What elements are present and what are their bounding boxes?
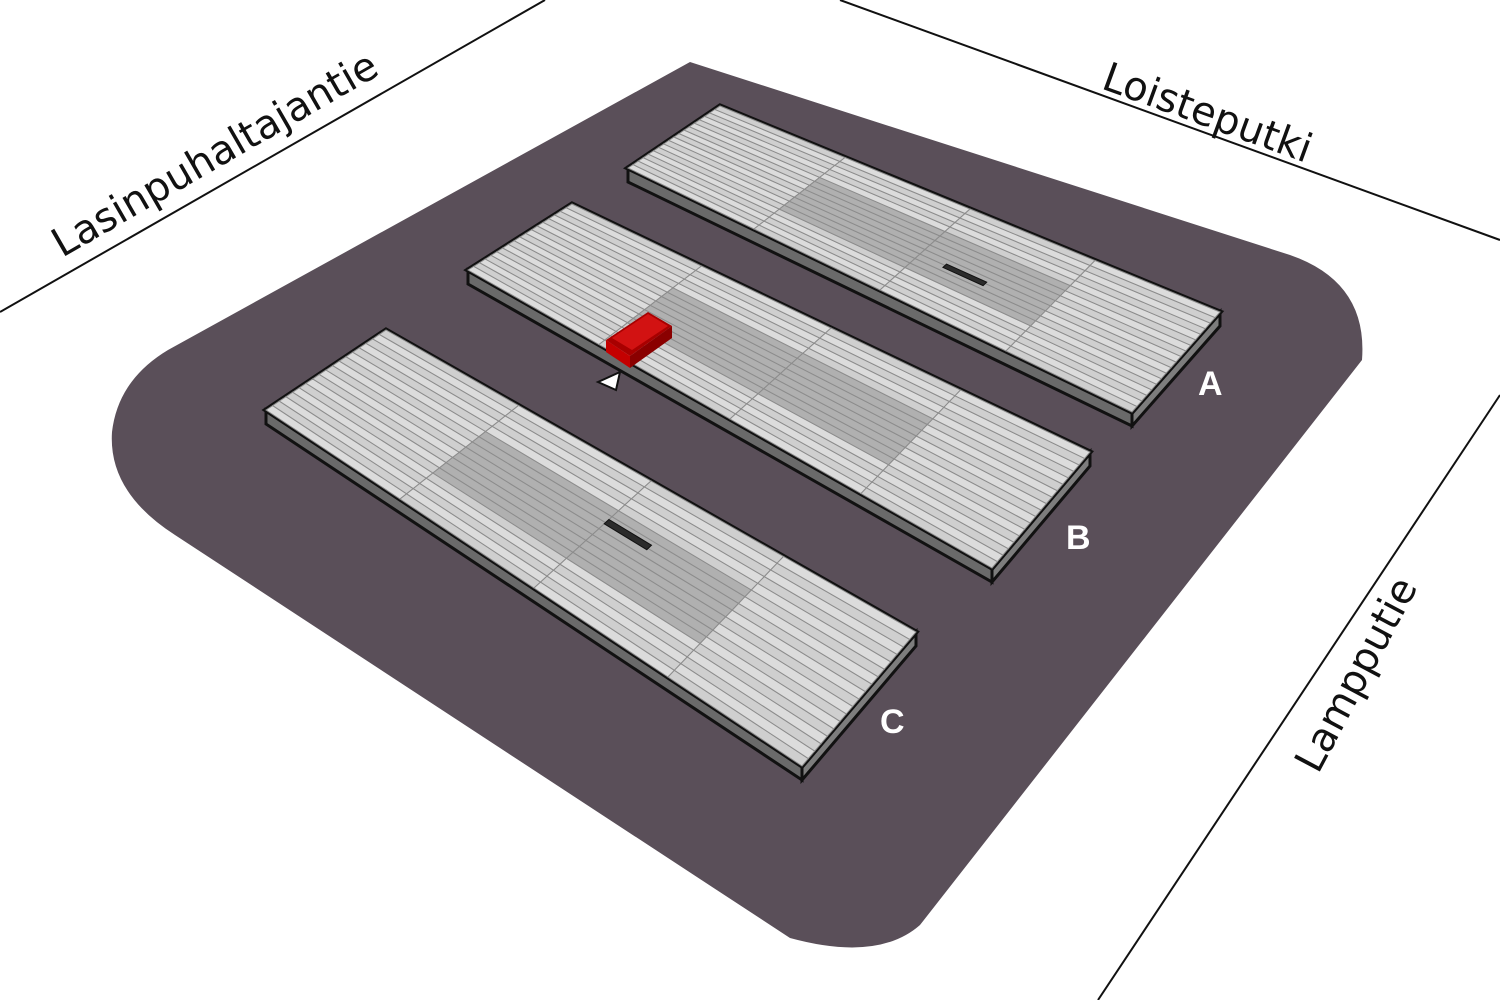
street-label-loisteputki: Loisteputki	[1097, 54, 1319, 172]
building-label-A: A	[1198, 365, 1223, 403]
building-B[interactable]	[463, 201, 1094, 587]
building-label-B: B	[1066, 519, 1091, 557]
building-C[interactable]	[261, 327, 920, 785]
unit-cell-dark	[942, 263, 988, 287]
building-A[interactable]	[622, 103, 1225, 430]
street-line-loisteputki	[839, 0, 1500, 241]
highlighted-unit[interactable]	[606, 312, 672, 368]
street-label-lasinpuhaltajantie: Lasinpuhaltajantie	[44, 43, 386, 267]
unit-cell	[776, 555, 917, 641]
street-line-lasinpuhaltajantie	[0, 0, 546, 313]
unit-cell	[954, 389, 1091, 460]
street-line-lampputie	[1097, 394, 1500, 1000]
unit-cell-dark	[603, 518, 653, 551]
building-label-C: C	[880, 703, 905, 741]
entrance-triangle-icon[interactable]	[595, 370, 622, 392]
unit-cell	[1089, 259, 1221, 319]
street-label-lampputie: Lampputie	[1286, 570, 1427, 780]
